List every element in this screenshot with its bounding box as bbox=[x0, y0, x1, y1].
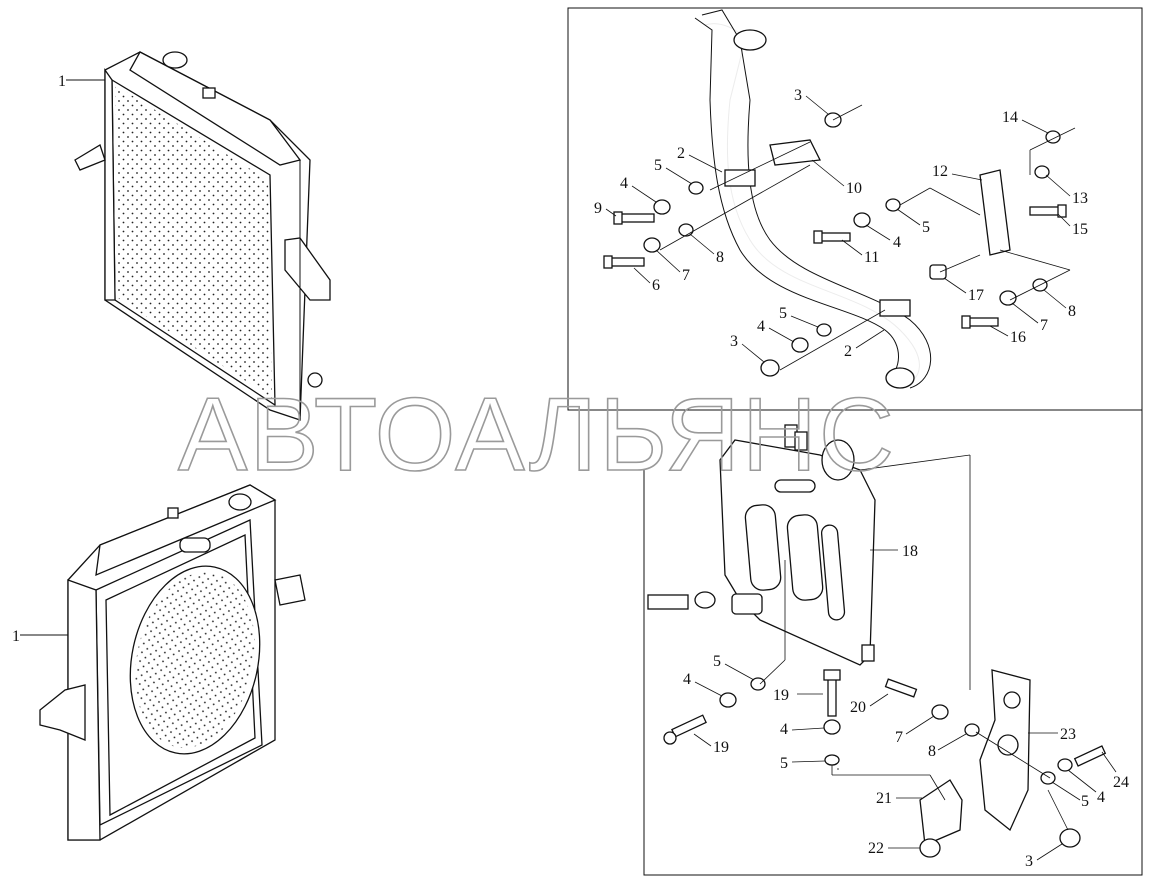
callout-3a: 3 bbox=[794, 87, 802, 104]
callout-19a: 19 bbox=[773, 687, 789, 704]
upper-fasteners bbox=[603, 104, 1076, 377]
callout-5b: 5 bbox=[922, 219, 930, 236]
upper-detail-frame bbox=[567, 7, 1143, 411]
callout-2a: 2 bbox=[677, 145, 685, 162]
lower-detail-frame bbox=[643, 410, 1143, 876]
callout-3c: 3 bbox=[1025, 853, 1033, 870]
callout-1-top: 1 bbox=[58, 73, 66, 90]
callout-3b: 3 bbox=[730, 333, 738, 350]
radiator-front-view: 1 bbox=[12, 484, 306, 841]
callout-24: 24 bbox=[1113, 774, 1129, 791]
callout-20: 20 bbox=[850, 699, 866, 716]
callout-5f: 5 bbox=[1081, 793, 1089, 810]
callout-17: 17 bbox=[968, 287, 984, 304]
callout-7c: 7 bbox=[895, 729, 903, 746]
callout-8a: 8 bbox=[716, 249, 724, 266]
callout-23: 23 bbox=[1060, 726, 1076, 743]
callout-5a: 5 bbox=[654, 157, 662, 174]
callout-8c: 8 bbox=[928, 743, 936, 760]
callout-18: 18 bbox=[902, 543, 918, 560]
coolant-hose-assembly bbox=[694, 9, 932, 389]
expansion-tank: 18 bbox=[647, 424, 971, 690]
callout-5e: 5 bbox=[780, 755, 788, 772]
callout-21: 21 bbox=[876, 790, 892, 807]
lower-callouts: 5 4 19 19 4 5 20 7 8 23 21 22 5 4 24 3 bbox=[683, 653, 1129, 870]
callout-7b: 7 bbox=[1040, 317, 1048, 334]
callout-5d: 5 bbox=[713, 653, 721, 670]
callout-4d: 4 bbox=[683, 671, 691, 688]
callout-9: 9 bbox=[594, 200, 602, 217]
radiator-rear-view: 1 bbox=[58, 51, 331, 421]
callout-2b: 2 bbox=[844, 343, 852, 360]
watermark-text: АВТОАЛЬЯНС bbox=[178, 377, 896, 493]
upper-callouts: 3 2 5 4 9 10 6 7 8 11 4 5 12 13 14 15 17… bbox=[594, 87, 1088, 363]
callout-4b: 4 bbox=[893, 234, 901, 251]
callout-13: 13 bbox=[1072, 190, 1088, 207]
callout-1-bottom: 1 bbox=[12, 628, 20, 645]
callout-15: 15 bbox=[1072, 221, 1088, 238]
callout-4a: 4 bbox=[620, 175, 628, 192]
callout-22: 22 bbox=[868, 840, 884, 857]
callout-10: 10 bbox=[846, 180, 862, 197]
callout-14: 14 bbox=[1002, 109, 1018, 126]
callout-19b: 19 bbox=[713, 739, 729, 756]
callout-8b: 8 bbox=[1068, 303, 1076, 320]
callout-11: 11 bbox=[864, 249, 879, 266]
callout-16: 16 bbox=[1010, 329, 1026, 346]
callout-5c: 5 bbox=[779, 305, 787, 322]
callout-4f: 4 bbox=[1097, 789, 1105, 806]
callout-7a: 7 bbox=[682, 267, 690, 284]
callout-6: 6 bbox=[652, 277, 660, 294]
callout-4e: 4 bbox=[780, 721, 788, 738]
lower-fasteners bbox=[663, 560, 1107, 858]
callout-12: 12 bbox=[932, 163, 948, 180]
callout-4c: 4 bbox=[757, 318, 765, 335]
